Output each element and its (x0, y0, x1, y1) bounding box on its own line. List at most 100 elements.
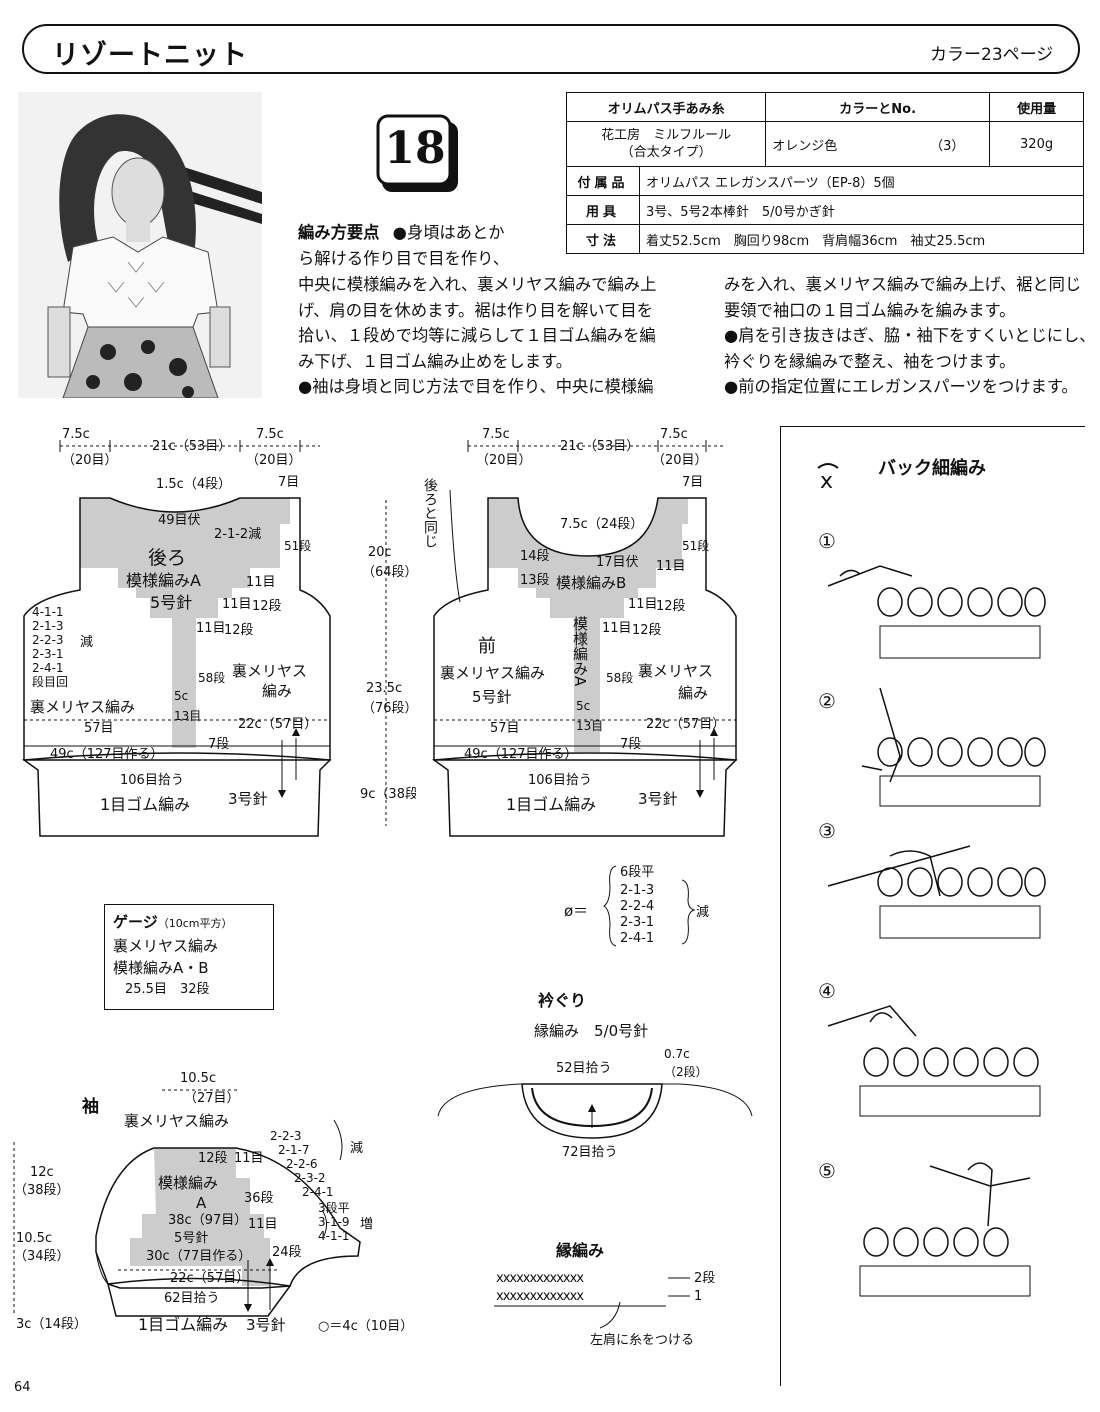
instructions-heading: 編み方要点 (298, 223, 380, 242)
edging-note: 左肩に糸をつける (590, 1332, 694, 1348)
back-sc-step-3: ③ (818, 819, 1046, 939)
yarn-color: オレンジ色 (765, 121, 906, 167)
model-photo (18, 92, 262, 398)
front-same-as-back: 後ろと同じ (422, 478, 438, 548)
phi-lead: 6段平 (620, 865, 654, 880)
front-needle3: 3号針 (638, 790, 678, 808)
back-single-crochet-illustrations: ⅹ バック細編み ① ② ③ ④ (817, 457, 1046, 1297)
back-neck-bind: 49目伏 (158, 513, 201, 528)
gauge-box: ゲージ（10cm平方） 裏メリヤス編み 模様編みA・B 25.5目 32段 (104, 904, 274, 1010)
sleeve-needle: 5号針 (174, 1231, 208, 1246)
back-shoulder-dec: 2-1-2減 (214, 526, 261, 542)
sleeve-st11: 11目 (234, 1151, 264, 1166)
edging-chart: 縁編み ⅹⅹⅹⅹⅹⅹⅹⅹⅹⅹⅹⅹⅹ ⅹⅹⅹⅹⅹⅹⅹⅹⅹⅹⅹⅹⅹ 2段 1 左肩に… (494, 1241, 715, 1348)
back-w22: 22c（57目） (238, 717, 317, 732)
back-rows58: 58段 (198, 670, 225, 685)
gauge-line-2: 模様編みA・B (113, 959, 209, 977)
parts-label: 付属品 (566, 166, 640, 196)
sleeve-pick: 62目拾う (164, 1291, 220, 1306)
height-h1: 20c (368, 545, 392, 560)
gauge-title: ゲージ (113, 913, 158, 931)
sleeve-inc-word: 増 (360, 1217, 373, 1232)
height-h1-rows: （64段） (362, 565, 416, 580)
step-number: ① (818, 529, 836, 553)
front-rows7: 7段 (620, 737, 641, 752)
instructions-right-column: みを入れ、裏メリヤス編みで編み上げ、裾と同じ 要領で袖口の１目ゴム編みを編みます… (724, 272, 1096, 400)
back-shoulder-st: 7目 (278, 475, 299, 490)
sleeve-rib: 1目ゴム編み (138, 1315, 228, 1334)
front-ura: 裏メリヤス編み (440, 664, 545, 682)
phi-symbol-icon: ø＝ (564, 902, 588, 920)
header-bar (22, 24, 1080, 74)
yarn-no: （3） (905, 121, 991, 167)
back-dec-2: 2-1-3 (32, 619, 64, 633)
gauge-line-1: 裏メリヤス編み (113, 937, 219, 955)
edging-title: 縁編み (556, 1241, 604, 1260)
front-pick: 106目拾う (528, 773, 592, 788)
back-rows7: 7段 (208, 737, 229, 752)
front-w5c: 5c (576, 699, 590, 713)
instructions-right-line: 衿ぐりを縁編みで整え、袖をつけます。 (724, 351, 1016, 371)
front-st11a: 11目 (656, 559, 686, 574)
head-color: カラーとNo. (765, 92, 991, 122)
back-top-left-st: （20目） (62, 453, 118, 468)
instructions-left-line: 中央に模様編みを入れ、裏メリヤス編みで編み上 (298, 275, 657, 294)
back-pick: 106目拾う (120, 773, 184, 788)
back-top-left: 7.5c (62, 427, 90, 442)
neckline-diagram: 衿ぐり 縁編み 5/0号針 52目拾う 0.7c （2段） 72目拾う (437, 991, 753, 1160)
front-neck: 7.5c（24段） (560, 517, 643, 532)
back-dec-head: 段目回 (32, 674, 68, 689)
back-ura2a: 裏メリヤス (232, 662, 307, 680)
front-r12a: 12段 (656, 599, 686, 614)
height-h2: 23.5c (366, 681, 402, 696)
back-ura: 裏メリヤス編み (30, 698, 135, 716)
pattern-number: 18 (384, 123, 446, 174)
back-single-crochet-panel (780, 426, 1085, 1386)
back-st11b: 11目 (222, 597, 252, 612)
head-yarn: オリムパス手あみ糸 (565, 92, 767, 122)
sleeve-h2: 10.5c (16, 1231, 52, 1246)
sleeve-ura: 裏メリヤス編み (124, 1112, 229, 1130)
back-dec-4: 2-3-1 (32, 647, 64, 661)
page-title: リゾートニット (52, 40, 248, 71)
front-top-left: 7.5c (482, 427, 510, 442)
step-number: ② (818, 689, 836, 713)
back-st11a: 11目 (246, 575, 276, 590)
size-label: 寸法 (566, 224, 640, 254)
sleeve-r12: 12段 (198, 1151, 228, 1166)
back-neck: 1.5c（4段） (156, 477, 231, 492)
sleeve-w38: 38c（97目） (168, 1213, 247, 1228)
edging-row1: 1 (694, 1289, 702, 1304)
front-needle: 5号針 (472, 688, 512, 706)
back-sc-step-4: ④ (818, 979, 1041, 1117)
parts-value: オリムパス エレガンスパーツ（EP-8）5個 (639, 166, 1084, 196)
instructions-left-column: 中央に模様編みを入れ、裏メリヤス編みで編み上 げ、肩の目を休めます。裾は作り目を… (298, 272, 656, 400)
gauge-title-sub: （10cm平方） (157, 917, 233, 930)
sleeve-pattern-a: A (196, 1194, 207, 1212)
front-diagram: 7.5c （20目） 21c（53目） 7.5c （20目） 7.5c（24段）… (422, 427, 738, 837)
front-w13: 13目 (576, 719, 603, 733)
height-dimensions: 20c （64段） 23.5c （76段） 9c（38段） (360, 500, 416, 826)
neckline-title: 衿ぐり (538, 991, 586, 1010)
back-st57: 57目 (84, 721, 114, 736)
sleeve-dec-5: 2-4-1 (302, 1185, 334, 1199)
step-number: ⑤ (818, 1159, 836, 1183)
front-rib: 1目ゴム編み (506, 795, 596, 814)
back-sc-step-1: ① (818, 529, 1046, 659)
front-vpattern: 模様編みA (571, 616, 589, 687)
front-bind17: 17目伏 (596, 555, 639, 570)
instructions-right-line: ●前の指定位置にエレガンスパーツをつけます。 (724, 377, 1078, 396)
front-rows51: 51段 (682, 538, 709, 553)
sleeve-h3: 3c（14段） (16, 1317, 87, 1332)
back-sc-title: バック細編み (878, 457, 986, 479)
back-r12b: 12段 (224, 623, 254, 638)
back-rows51: 51段 (284, 538, 311, 553)
front-st11c: 11目 (602, 621, 632, 636)
front-r12b: 12段 (632, 623, 662, 638)
front-cast: 49c（127目作る） (464, 747, 578, 762)
sleeve-dec-1: 2-2-3 (270, 1129, 302, 1143)
sleeve-h2-rows: （34段） (14, 1249, 70, 1264)
back-title: 後ろ (148, 547, 186, 569)
back-r12a: 12段 (252, 599, 282, 614)
back-top-right-st: （20目） (246, 453, 302, 468)
